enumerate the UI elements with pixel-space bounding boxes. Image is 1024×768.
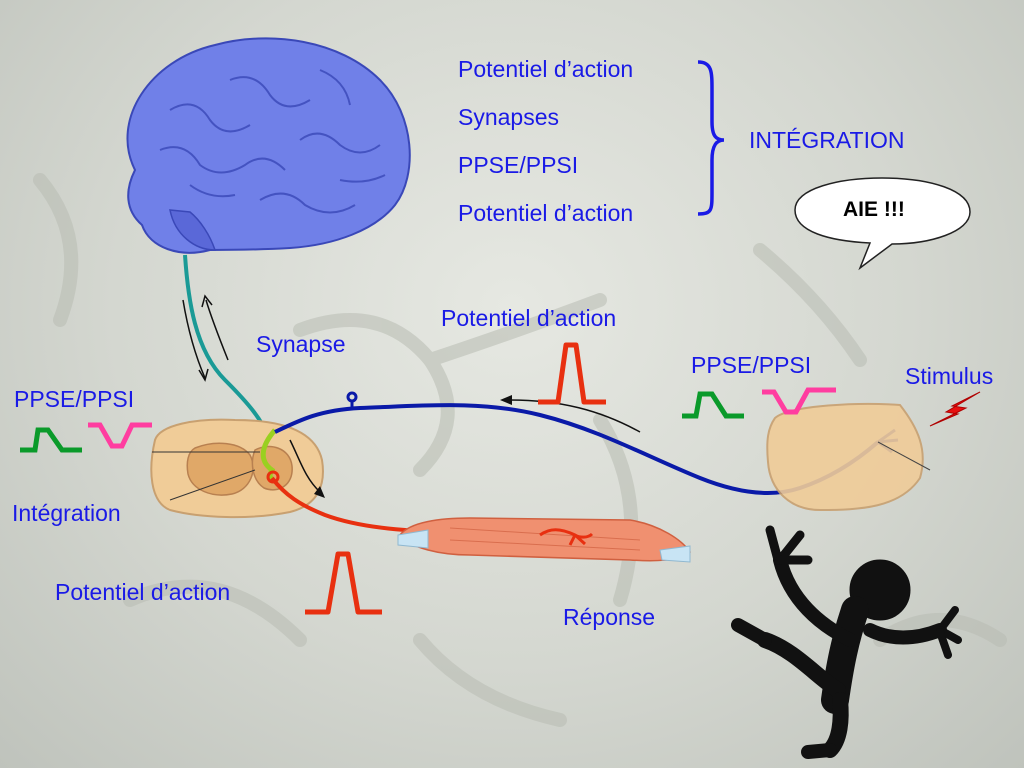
afferent-direction-arrow bbox=[500, 395, 641, 433]
integration-label: Intégration bbox=[12, 500, 121, 526]
action-potential-efferent-label: Potentiel d’action bbox=[55, 579, 231, 605]
brain-icon bbox=[126, 37, 411, 254]
muscle-icon bbox=[397, 517, 691, 563]
stimulus-bolt-icon bbox=[929, 391, 981, 427]
integration-list-item: Potentiel d’action bbox=[458, 200, 634, 226]
integration-list-item: Potentiel d’action bbox=[458, 56, 634, 82]
stick-figure-icon bbox=[731, 525, 962, 759]
spinal-cord-section bbox=[150, 418, 325, 519]
ganglion-icon bbox=[346, 391, 358, 410]
action-potential-efferent-icon bbox=[305, 551, 382, 615]
skin-pointer-line bbox=[877, 441, 931, 471]
motor-neuron-soma bbox=[266, 470, 280, 484]
interneuron bbox=[260, 428, 277, 482]
ppsi-wave-right-icon bbox=[762, 387, 836, 415]
tract-direction-arrows bbox=[182, 294, 229, 382]
response-label: Réponse bbox=[563, 604, 656, 630]
ppsi-wave-left-icon bbox=[88, 422, 152, 449]
speech-bubble bbox=[794, 177, 971, 271]
action-potential-afferent-icon bbox=[538, 342, 606, 405]
stimulus-label: Stimulus bbox=[905, 363, 994, 389]
ppse-wave-right-icon bbox=[682, 391, 744, 419]
synapse-label: Synapse bbox=[256, 331, 346, 357]
integration-list-item: PPSE/PPSI bbox=[458, 152, 579, 178]
integration-list-item: Synapses bbox=[458, 104, 560, 130]
ppse-ppsi-left-label: PPSE/PPSI bbox=[14, 386, 135, 412]
spinal-tract bbox=[183, 254, 272, 441]
integration-summary-label: INTÉGRATION bbox=[749, 127, 905, 153]
skin-patch bbox=[766, 402, 924, 512]
action-potential-afferent-label: Potentiel d’action bbox=[441, 305, 617, 331]
speech-bubble-text: AIE !!! bbox=[843, 198, 905, 221]
ppse-ppsi-right-label: PPSE/PPSI bbox=[691, 352, 812, 378]
ppse-wave-left-icon bbox=[20, 427, 82, 453]
integration-brace bbox=[697, 60, 725, 216]
